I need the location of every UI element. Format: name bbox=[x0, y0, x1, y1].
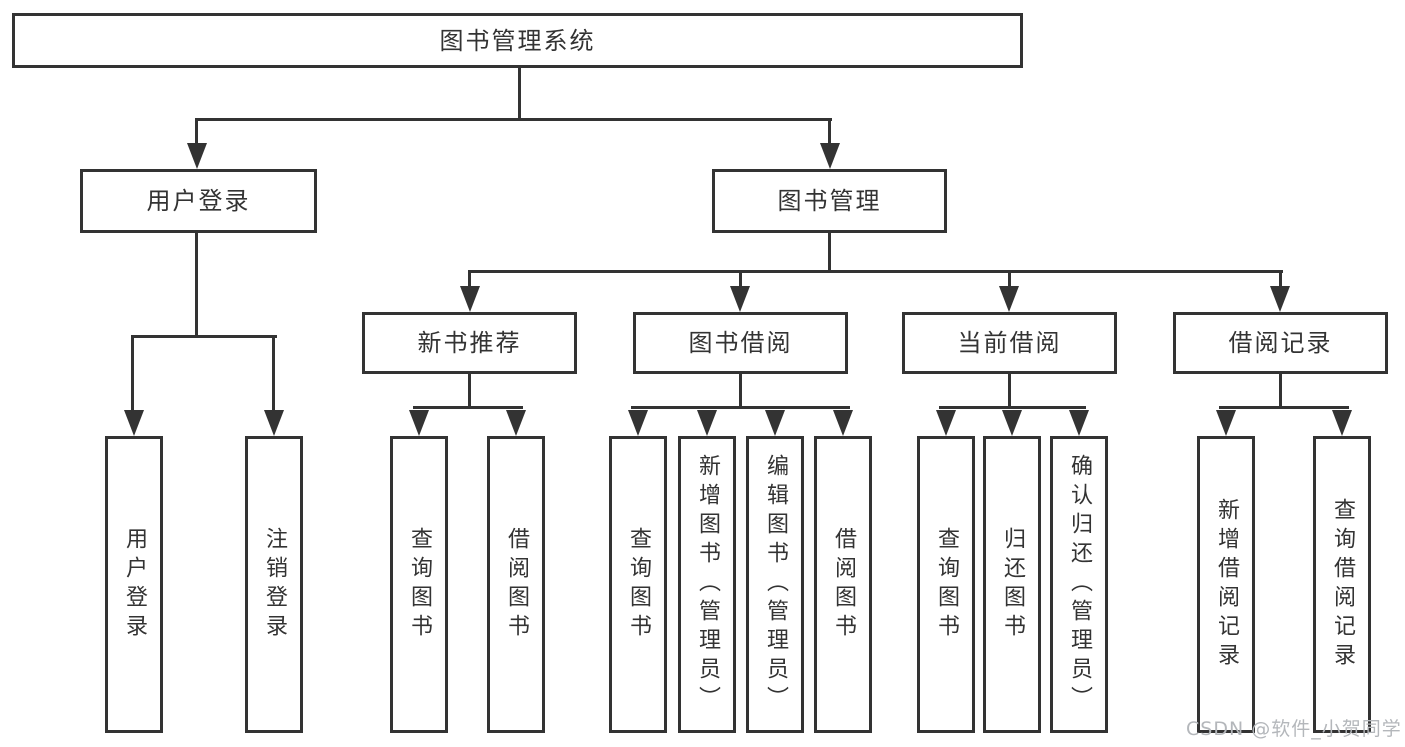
node-label: 借阅记录 bbox=[1228, 329, 1333, 357]
connector-records-vertical bbox=[1279, 374, 1282, 409]
node-label: 确认归还（管理员） bbox=[1067, 454, 1092, 715]
connector-stub bbox=[1279, 272, 1282, 288]
leaf-borrow-books: 借阅图书 bbox=[814, 436, 872, 733]
arrowhead-down bbox=[820, 143, 840, 169]
connector-borrow-horizontal bbox=[631, 406, 850, 409]
node-root: 图书管理系统 bbox=[12, 13, 1023, 68]
leaf-add-book-admin: 新增图书（管理员） bbox=[678, 436, 736, 733]
connector-stub bbox=[739, 272, 742, 288]
leaf-query-books-current: 查询图书 bbox=[917, 436, 975, 733]
leaf-borrow-books-recommend: 借阅图书 bbox=[487, 436, 545, 733]
arrowhead-down bbox=[730, 286, 750, 312]
connector-level3-horizontal bbox=[468, 270, 1283, 273]
arrowhead-down bbox=[264, 410, 284, 436]
connector-borrow-vertical bbox=[739, 374, 742, 409]
node-label: 新书推荐 bbox=[417, 329, 522, 357]
connector-stub bbox=[828, 120, 831, 145]
connector-stub bbox=[195, 120, 198, 145]
arrowhead-down bbox=[833, 410, 853, 436]
node-label: 新增借阅记录 bbox=[1214, 497, 1239, 672]
arrowhead-down bbox=[1216, 410, 1236, 436]
node-label: 查询图书 bbox=[626, 526, 651, 643]
node-label: 注销登录 bbox=[262, 526, 287, 643]
arrowhead-down bbox=[187, 143, 207, 169]
node-label: 用户登录 bbox=[146, 187, 251, 215]
arrowhead-down bbox=[765, 410, 785, 436]
node-label: 当前借阅 bbox=[957, 329, 1062, 357]
leaf-query-borrow-record: 查询借阅记录 bbox=[1313, 436, 1371, 733]
node-current-borrow: 当前借阅 bbox=[902, 312, 1117, 374]
leaf-add-borrow-record: 新增借阅记录 bbox=[1197, 436, 1255, 733]
connector-stub bbox=[131, 337, 134, 415]
node-new-book-recommend: 新书推荐 bbox=[362, 312, 577, 374]
leaf-logout: 注销登录 bbox=[245, 436, 303, 733]
node-book-borrow: 图书借阅 bbox=[633, 312, 848, 374]
connector-userlogin-horizontal bbox=[131, 335, 277, 338]
arrowhead-down bbox=[628, 410, 648, 436]
connector-root-vertical bbox=[518, 68, 521, 121]
node-label: 查询图书 bbox=[407, 526, 432, 643]
connector-stub bbox=[272, 337, 275, 415]
connector-current-vertical bbox=[1008, 374, 1011, 409]
arrowhead-down bbox=[1332, 410, 1352, 436]
arrowhead-down bbox=[1069, 410, 1089, 436]
arrowhead-down bbox=[1002, 410, 1022, 436]
leaf-edit-book-admin: 编辑图书（管理员） bbox=[746, 436, 804, 733]
connector-current-horizontal bbox=[939, 406, 1086, 409]
node-label: 查询借阅记录 bbox=[1330, 497, 1355, 672]
arrowhead-down bbox=[936, 410, 956, 436]
arrowhead-down bbox=[697, 410, 717, 436]
connector-bookmgmt-vertical bbox=[828, 233, 831, 272]
csdn-watermark: CSDN @软件_小贺同学 bbox=[1186, 718, 1402, 740]
leaf-user-login: 用户登录 bbox=[105, 436, 163, 733]
leaf-query-books-recommend: 查询图书 bbox=[390, 436, 448, 733]
arrowhead-down bbox=[506, 410, 526, 436]
node-label: 归还图书 bbox=[1000, 526, 1025, 643]
arrowhead-down bbox=[409, 410, 429, 436]
node-label: 查询图书 bbox=[934, 526, 959, 643]
connector-level2-horizontal bbox=[195, 118, 832, 121]
connector-stub bbox=[468, 272, 471, 288]
leaf-query-books-borrow: 查询图书 bbox=[609, 436, 667, 733]
node-label: 图书管理系统 bbox=[439, 26, 596, 55]
arrowhead-down bbox=[999, 286, 1019, 312]
node-borrow-records: 借阅记录 bbox=[1173, 312, 1388, 374]
connector-newbook-horizontal bbox=[413, 406, 523, 409]
leaf-return-book: 归还图书 bbox=[983, 436, 1041, 733]
arrowhead-down bbox=[460, 286, 480, 312]
node-user-login: 用户登录 bbox=[80, 169, 317, 233]
connector-newbook-vertical bbox=[468, 374, 471, 409]
node-book-management: 图书管理 bbox=[712, 169, 947, 233]
node-label: 图书管理 bbox=[777, 187, 882, 215]
arrowhead-down bbox=[124, 410, 144, 436]
connector-records-horizontal bbox=[1219, 406, 1349, 409]
node-label: 借阅图书 bbox=[504, 526, 529, 643]
node-label: 新增图书（管理员） bbox=[695, 454, 720, 715]
node-label: 借阅图书 bbox=[831, 526, 856, 643]
node-label: 图书借阅 bbox=[688, 329, 793, 357]
connector-stub bbox=[1008, 272, 1011, 288]
arrowhead-down bbox=[1270, 286, 1290, 312]
connector-userlogin-vertical bbox=[195, 233, 198, 337]
node-label: 用户登录 bbox=[122, 526, 147, 643]
node-label: 编辑图书（管理员） bbox=[763, 454, 788, 715]
leaf-confirm-return-admin: 确认归还（管理员） bbox=[1050, 436, 1108, 733]
